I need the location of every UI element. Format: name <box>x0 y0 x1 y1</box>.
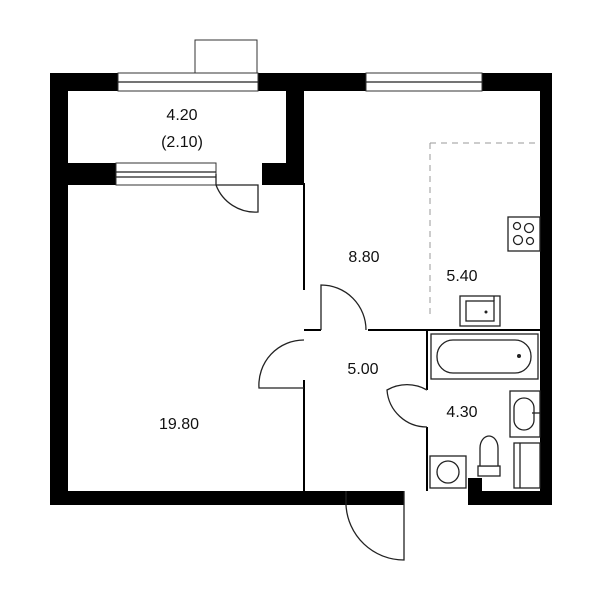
room-area-bath: 4.30 <box>446 404 477 421</box>
door-bath <box>386 383 428 428</box>
room-area-balcony: 4.20 <box>166 107 197 124</box>
washbasin-icon <box>509 390 541 438</box>
partitions <box>303 183 540 491</box>
washing-machine-icon <box>429 455 467 489</box>
door-kitchen <box>320 284 367 331</box>
door-living <box>258 339 305 389</box>
balcony-ledge <box>194 39 258 74</box>
walls <box>50 73 552 505</box>
shower-icon <box>513 442 541 489</box>
room-area-balcony-sub: (2.10) <box>161 134 203 151</box>
stove-icon <box>507 216 541 252</box>
room-area-living: 19.80 <box>159 416 199 433</box>
bathtub-icon <box>430 333 539 380</box>
kitchen-zone-outline <box>429 142 540 318</box>
door-entrance <box>345 491 405 561</box>
sink-icon <box>459 295 501 327</box>
room-area-hall: 5.00 <box>347 361 378 378</box>
window-living <box>115 162 217 186</box>
room-area-kitchen: 8.80 <box>348 249 379 266</box>
room-area-kitchen-zone: 5.40 <box>446 268 477 285</box>
toilet-icon <box>477 435 501 477</box>
doors <box>215 174 428 561</box>
windows <box>115 39 483 186</box>
